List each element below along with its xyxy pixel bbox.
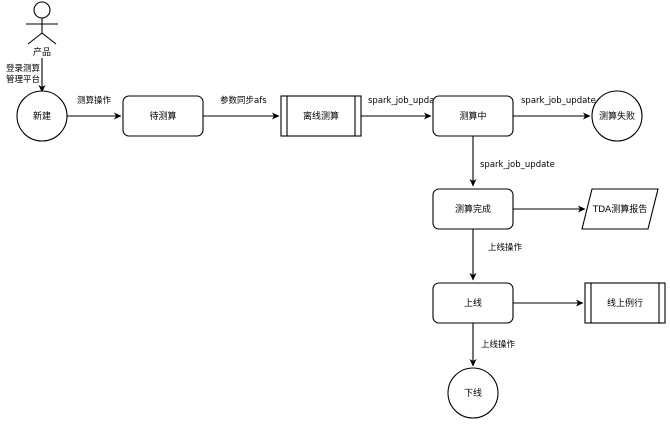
edge-done-to-online-label: 上线操作 bbox=[488, 242, 523, 253]
node-tda-report[interactable]: TDA测算报告 bbox=[581, 188, 659, 230]
node-offline-end[interactable]: 下线 bbox=[447, 367, 499, 419]
edge-measuring-to-failed-label: spark_job_update bbox=[521, 96, 596, 106]
node-new[interactable]: 新建 bbox=[16, 90, 68, 142]
edge-offline-to-measuring-label: spark_job_update bbox=[368, 96, 443, 106]
node-pending[interactable]: 待测算 bbox=[122, 95, 204, 137]
node-measuring-label: 测算中 bbox=[459, 110, 486, 122]
node-pending-label: 待测算 bbox=[149, 110, 176, 122]
edge-online-to-down-label: 上线操作 bbox=[481, 339, 516, 350]
login-note-line-1: 登录测算 bbox=[6, 63, 41, 74]
actor-label: 产品 bbox=[33, 46, 51, 58]
node-online-routine-label: 线上例行 bbox=[607, 297, 643, 309]
login-note-line-2: 管理平台 bbox=[6, 74, 40, 85]
edge-new-to-pending-label: 测算操作 bbox=[77, 95, 112, 106]
edge-measuring-to-done-label: spark_job_update bbox=[480, 160, 555, 170]
node-online-label: 上线 bbox=[464, 297, 482, 309]
node-failed[interactable]: 测算失败 bbox=[591, 90, 643, 142]
node-offline-measure[interactable]: 离线测算 bbox=[280, 95, 362, 137]
node-online[interactable]: 上线 bbox=[432, 282, 514, 324]
edge-pending-to-offline-label: 参数同步afs bbox=[220, 95, 267, 106]
node-done[interactable]: 测算完成 bbox=[432, 188, 514, 230]
node-measuring[interactable]: 测算中 bbox=[432, 95, 514, 137]
node-tda-report-label: TDA测算报告 bbox=[592, 203, 647, 215]
actor-product: 产品 bbox=[26, 1, 58, 58]
stick-figure-actor-icon bbox=[26, 1, 58, 45]
node-offline-end-label: 下线 bbox=[464, 387, 482, 399]
node-online-routine[interactable]: 线上例行 bbox=[584, 282, 666, 324]
node-new-label: 新建 bbox=[33, 110, 51, 122]
node-failed-label: 测算失败 bbox=[599, 110, 635, 122]
node-offline-measure-label: 离线测算 bbox=[303, 110, 339, 122]
node-done-label: 测算完成 bbox=[455, 203, 491, 215]
